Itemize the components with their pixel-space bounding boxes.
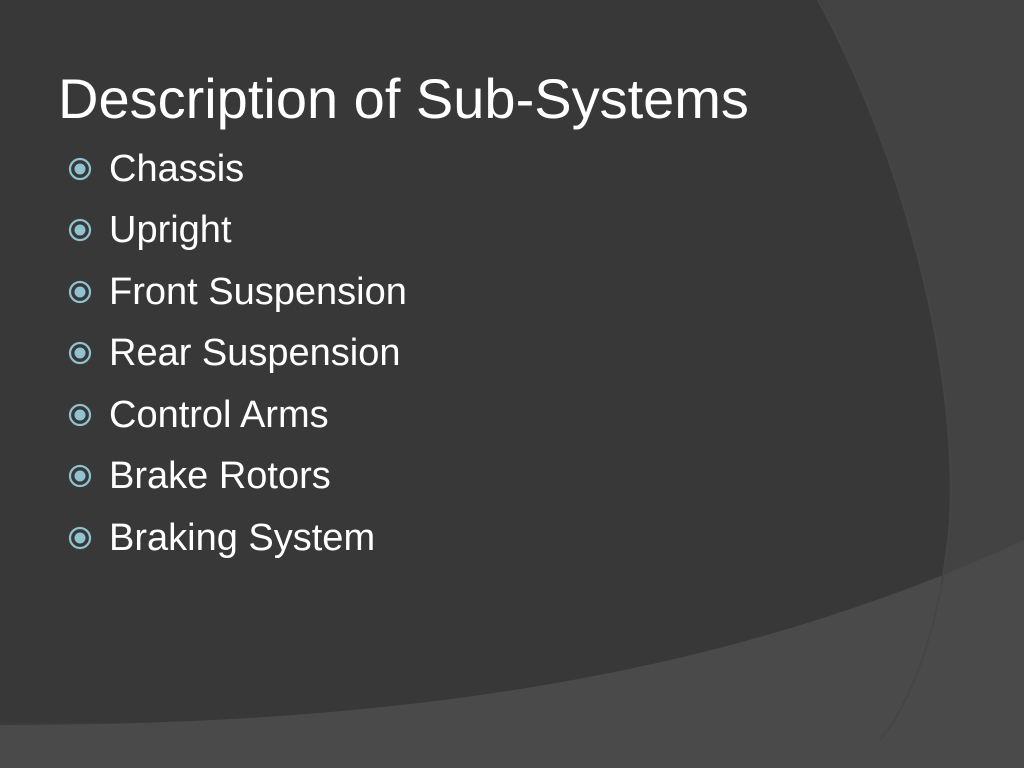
circled-dot-icon — [68, 219, 92, 242]
bullet-label: Braking System — [109, 516, 376, 559]
circled-dot-icon — [68, 403, 92, 426]
bullet-item-braking-system: Braking System — [66, 507, 407, 569]
circled-dot-icon — [68, 465, 92, 488]
bullet-item-front-suspension: Front Suspension — [66, 261, 407, 323]
bullet-label: Upright — [109, 209, 232, 252]
bullet-item-chassis: Chassis — [66, 138, 407, 200]
circled-dot-icon — [68, 157, 92, 180]
slide-title: Description of Sub-Systems — [58, 67, 749, 130]
circled-dot-icon — [68, 342, 92, 365]
circled-dot-icon — [68, 526, 92, 549]
bullet-list: Chassis Upright Front Suspension Rear Su… — [66, 138, 407, 569]
background-main-panel — [0, 0, 951, 740]
bullet-item-upright: Upright — [66, 200, 407, 262]
bullet-label: Front Suspension — [109, 270, 407, 313]
bullet-item-rear-suspension: Rear Suspension — [66, 323, 407, 385]
bullet-label: Chassis — [109, 147, 245, 190]
bullet-label: Rear Suspension — [109, 332, 401, 375]
bullet-label: Control Arms — [109, 393, 329, 436]
bullet-item-brake-rotors: Brake Rotors — [66, 446, 407, 508]
circled-dot-icon — [68, 280, 92, 303]
bullet-label: Brake Rotors — [109, 455, 331, 498]
bullet-item-control-arms: Control Arms — [66, 384, 407, 446]
background-bottom-band — [0, 540, 1024, 768]
background-edge-line — [817, 0, 952, 741]
